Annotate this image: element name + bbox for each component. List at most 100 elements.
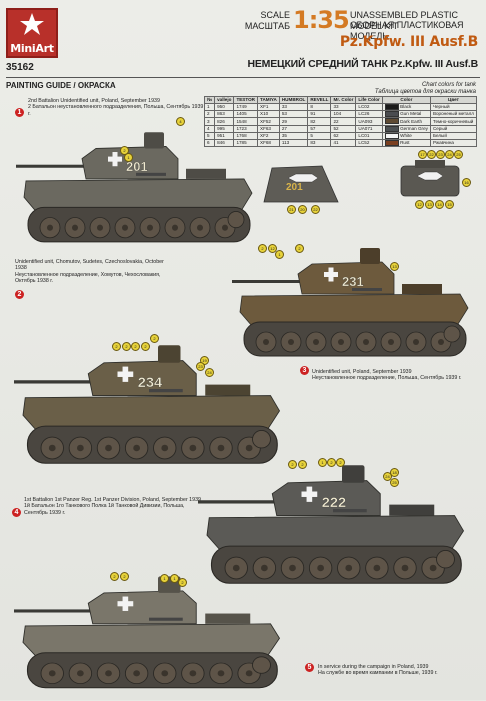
callout-marker: 2 [110, 572, 119, 581]
turret-number: 201 [286, 182, 303, 193]
profile-desc-en: In service during the campaign in Poland… [318, 664, 429, 670]
engine-deck [205, 613, 251, 624]
color-swatch [384, 104, 399, 110]
color-chart-cell: LC52 [355, 139, 383, 148]
scale-value: 1:35 [293, 6, 350, 34]
wheel-hub [197, 224, 203, 231]
commander-cupola [342, 465, 365, 483]
tank-hull [206, 515, 465, 551]
color-chart-column-header: № [203, 96, 216, 104]
callout-marker: 13 [425, 200, 434, 209]
color-chart-column-header: TESTOR [233, 96, 258, 104]
drive-sprocket [443, 325, 461, 343]
callout-marker: 2 [298, 460, 307, 469]
turret-side-view: 201 [263, 165, 339, 203]
commander-cupola [158, 345, 181, 363]
tank-gun [14, 380, 93, 384]
profile-description: Unidentified unit, Poland, September 193… [312, 369, 472, 382]
profile-desc-ru: На службе во время кампании в Польше, 19… [318, 670, 438, 677]
wheel-hub [313, 339, 319, 345]
callout-marker: 2 [295, 244, 304, 253]
tank-drawing: 201 [16, 132, 253, 243]
callout-marker: 22 [427, 150, 436, 159]
color-chart-cell: LC02 [355, 102, 383, 112]
callout-marker: 2 [112, 342, 121, 351]
kit-type-en: UNASSEMBLED PLASTIC MODEL KIT [350, 10, 459, 31]
scale-label-ru: МАСШТАБ [244, 21, 290, 31]
wheel-hub [77, 444, 84, 452]
color-chart-column-header: Цвет [429, 96, 477, 104]
color-chart-cell: 27 [278, 124, 309, 133]
color-chart-cell: 33 [278, 102, 309, 112]
wheel-hub [105, 670, 112, 677]
callout-marker: 24 [445, 150, 454, 159]
balkenkreuz-marking [117, 596, 134, 611]
wheel-hub [363, 339, 369, 345]
color-chart-column-header: vallejo [214, 96, 235, 104]
antenna-rail [149, 617, 183, 621]
callout-marker: 2 [336, 458, 345, 467]
callout-marker: 14 [435, 200, 444, 209]
color-chart-cell: XF2 [257, 131, 280, 141]
wheel-hub [373, 564, 381, 572]
color-chart-cell: 83 [307, 139, 332, 148]
wheel-hub [161, 670, 169, 677]
wheel-hub [438, 339, 444, 345]
color-swatch [384, 111, 399, 118]
color-chart-cell: X10 [257, 110, 280, 119]
color-name: White [400, 133, 412, 139]
wheel-hub [189, 444, 197, 452]
color-chart-cell: 846 [214, 139, 235, 148]
callout-marker: 12 [415, 200, 424, 209]
color-chart-cell: 1 [203, 102, 216, 112]
drive-sprocket [252, 656, 271, 674]
color-chart-cell: UA071 [355, 124, 383, 133]
callout-marker: 17 [418, 150, 427, 159]
callout-marker: 23 [196, 362, 205, 371]
color-swatch [384, 132, 399, 139]
tank-number: 201 [126, 159, 148, 174]
catalog-number: 35162 [6, 62, 34, 73]
antenna-rail [352, 288, 382, 291]
balkenkreuz-marking [324, 267, 338, 282]
wheel-hub [345, 564, 353, 572]
color-chart-cell: Gun Metal [381, 110, 431, 119]
brand-logo: MiniArt [6, 8, 58, 58]
wheel-hub [289, 564, 296, 572]
color-chart-cell: 82 [307, 117, 332, 126]
commander-cupola [144, 132, 164, 149]
color-chart-cell: Rust [381, 139, 431, 148]
color-chart-cell: White [381, 131, 431, 141]
callout-marker: 4 [176, 117, 185, 126]
color-chart-cell: Черный [429, 102, 477, 112]
color-chart-column-header: HUMBROL [278, 96, 309, 104]
tank-hull [22, 623, 281, 658]
profile-description: 1st Battalion 1st Panzer Reg. 1st Panzer… [24, 497, 204, 516]
callout-marker: 21 [287, 205, 296, 214]
wheel-hub [245, 670, 253, 677]
tank-gun [14, 609, 93, 613]
color-chart-cell: LC01 [355, 131, 383, 141]
painting-guide-label: PAINTING GUIDE / ОКРАСКА [6, 81, 116, 90]
tank-number: 234 [138, 375, 162, 391]
tank-number: 222 [322, 495, 346, 511]
antenna-rail [149, 388, 183, 393]
profile-desc-en: Unidentified unit, Chomutov, Sudetes, Cz… [15, 259, 164, 272]
profile-badge: 2 [15, 290, 24, 299]
callout-marker: 23 [436, 150, 445, 159]
profile-badge: 5 [305, 663, 314, 672]
color-name: Black [400, 104, 412, 110]
commander-cupola [360, 248, 380, 264]
tank-profile-2: 231 [232, 234, 472, 364]
drive-sprocket [436, 550, 455, 569]
scale-label-en: SCALE [260, 10, 290, 20]
engine-deck [389, 504, 435, 516]
antenna-rail [136, 172, 166, 176]
wheel-hub [133, 670, 140, 677]
tank-drawing: 222 [198, 465, 465, 584]
wheel-hub [161, 444, 169, 452]
color-chart-cell: XF63 [257, 124, 280, 133]
tank-hull [239, 293, 469, 327]
